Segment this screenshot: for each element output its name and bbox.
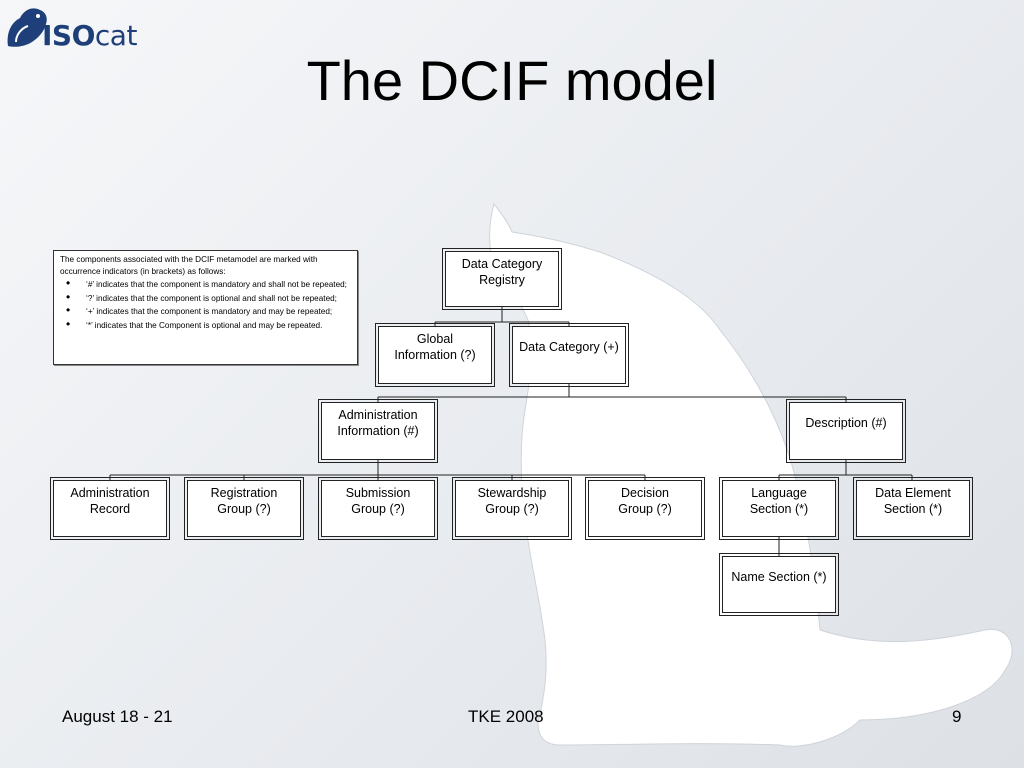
node-label: Registry xyxy=(479,273,525,287)
footer-page-number: 9 xyxy=(952,707,962,726)
node-label: Information (?) xyxy=(394,348,476,362)
node-label: Registration xyxy=(210,486,278,500)
node-label: Administration xyxy=(338,408,418,422)
footer-event: TKE 2008 xyxy=(468,707,544,726)
node-label: Language xyxy=(751,486,807,500)
node-label: Global xyxy=(416,332,454,346)
note-bullet: ‘*’ indicates that the Component is opti… xyxy=(60,319,351,332)
isocat-logo: ISOcat xyxy=(2,2,142,52)
node-name-section: Name Section (*) xyxy=(719,553,839,616)
node-description: Description (#) xyxy=(786,399,906,463)
node-administration-record: Administration Record xyxy=(50,477,170,540)
note-bullet-list: ‘#’ indicates that the component is mand… xyxy=(60,278,351,332)
node-label: Stewardship xyxy=(477,486,547,500)
node-data-category-registry: Data Category Registry xyxy=(442,248,562,310)
node-label: Decision xyxy=(621,486,669,500)
node-data-category: Data Category (+) xyxy=(509,323,629,387)
cat-logo-icon xyxy=(7,8,47,47)
node-global-information: Global Information (?) xyxy=(375,323,495,387)
node-label: Description (#) xyxy=(805,416,887,430)
node-label: Information (#) xyxy=(337,424,419,438)
node-label: Group (?) xyxy=(618,502,672,516)
footer-date: August 18 - 21 xyxy=(62,707,173,726)
node-language-section: Language Section (*) xyxy=(719,477,839,540)
node-label: Name Section (*) xyxy=(731,570,827,584)
node-registration-group: Registration Group (?) xyxy=(184,477,304,540)
node-label: Data Element xyxy=(875,486,951,500)
node-stewardship-group: Stewardship Group (?) xyxy=(452,477,572,540)
node-label: Section (*) xyxy=(749,502,809,516)
node-label: Submission xyxy=(345,486,411,500)
node-label: Section (*) xyxy=(883,502,943,516)
node-data-element-section: Data Element Section (*) xyxy=(853,477,973,540)
node-label: Record xyxy=(89,502,131,516)
note-bullet: ‘#’ indicates that the component is mand… xyxy=(60,278,351,291)
logo-wordmark: ISOcat xyxy=(42,19,137,52)
node-label: Group (?) xyxy=(485,502,539,516)
node-submission-group: Submission Group (?) xyxy=(318,477,438,540)
note-bullet: ‘?’ indicates that the component is opti… xyxy=(60,292,351,305)
node-label: Data Category xyxy=(461,257,543,271)
note-bullet: ‘+’ indicates that the component is mand… xyxy=(60,305,351,318)
occurrence-indicator-note: The components associated with the DCIF … xyxy=(53,250,358,365)
node-label: Data Category (+) xyxy=(519,340,619,354)
slide-title: The DCIF model xyxy=(306,49,718,112)
node-label: Group (?) xyxy=(351,502,405,516)
node-label: Group (?) xyxy=(217,502,271,516)
node-decision-group: Decision Group (?) xyxy=(585,477,705,540)
node-administration-information: Administration Information (#) xyxy=(318,399,438,463)
node-label: Administration xyxy=(70,486,150,500)
note-intro: The components associated with the DCIF … xyxy=(60,255,318,276)
